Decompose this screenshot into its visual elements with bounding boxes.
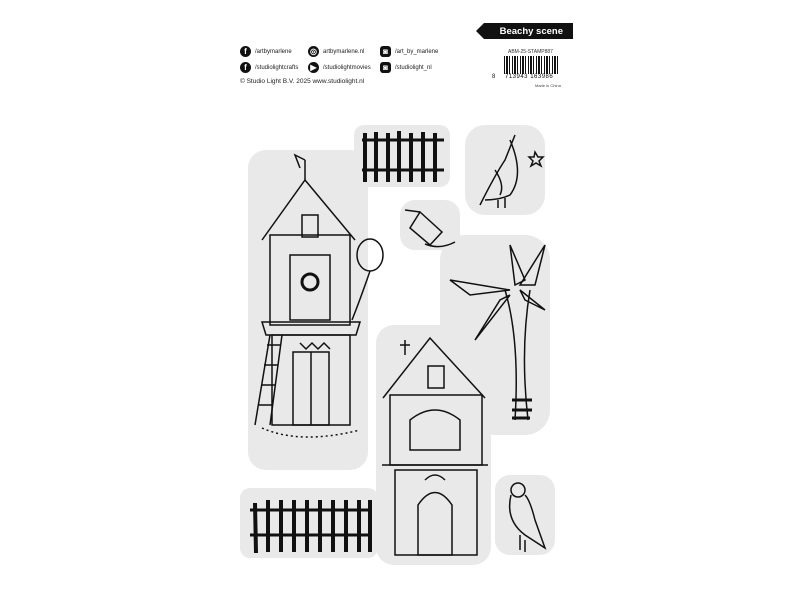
- barcode-prefix: 8: [492, 74, 496, 80]
- barcode: [504, 56, 560, 74]
- palm-tree: [449, 244, 546, 421]
- made-in-text: Made in China: [535, 83, 561, 88]
- facebook-icon: f: [240, 62, 251, 73]
- seagull: [479, 134, 545, 208]
- social-website: ◎ artbymarlene.nl: [308, 46, 364, 57]
- social-facebook-studiolight: f/studiolightcrafts: [240, 62, 298, 73]
- social-label: /studiolightcrafts: [255, 64, 299, 71]
- youtube-icon: ▶: [308, 62, 319, 73]
- social-label: /studiolight_nl: [395, 64, 432, 71]
- social-label: /studiolightmovies: [323, 64, 371, 71]
- social-youtube: ▶ /studiolightmovies: [308, 62, 371, 73]
- small-bird: [508, 482, 547, 552]
- social-label: /artbymarlene: [255, 48, 292, 55]
- small-beach-house: [382, 336, 488, 556]
- barcode-number: 713943 163986: [505, 74, 554, 80]
- facebook-icon: f: [240, 46, 251, 57]
- social-facebook-artbymarlene: f/artbymarlene: [240, 46, 292, 57]
- fence-top: [362, 131, 444, 182]
- social-label: /art_by_marlene: [395, 48, 439, 55]
- fence-bottom: [250, 500, 372, 554]
- instagram-icon: ◙: [380, 46, 391, 57]
- product-title: Beachy scene: [499, 25, 563, 37]
- tall-beach-house: [254, 153, 384, 438]
- sku-code: ABM-25-STAMP887: [508, 49, 553, 55]
- product-title-tab: Beachy scene: [476, 23, 573, 39]
- social-instagram-art: ◙ /art_by_marlene: [380, 46, 438, 57]
- globe-icon: ◎: [308, 46, 319, 57]
- copyright-text: © Studio Light B.V. 2025 www.studiolight…: [240, 78, 365, 85]
- instagram-icon: ◙: [380, 62, 391, 73]
- sand-bucket: [404, 209, 456, 248]
- social-label: artbymarlene.nl: [323, 48, 365, 55]
- social-instagram-studiolight: ◙ /studiolight_nl: [380, 62, 432, 73]
